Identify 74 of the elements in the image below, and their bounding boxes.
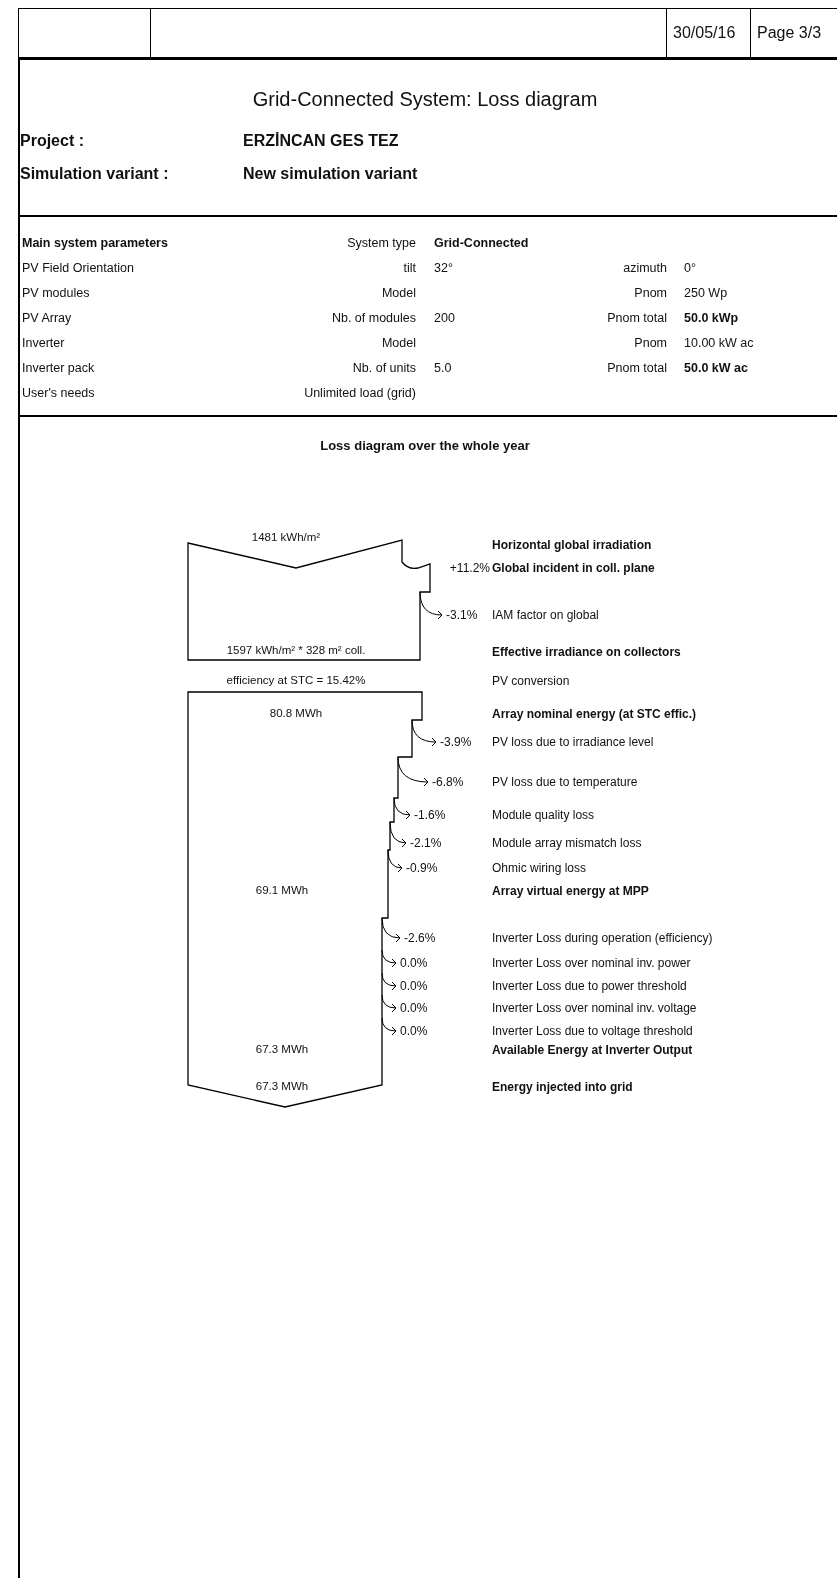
loss-percentage: -2.1% — [410, 835, 442, 851]
loss-description: Module quality loss — [492, 807, 595, 823]
loss-description: Inverter Loss over nominal inv. voltage — [492, 1000, 697, 1016]
flow-value: 69.1 MWh — [255, 884, 309, 898]
parameter-label: PV modules — [22, 285, 90, 301]
parameter-key: Nb. of units — [352, 360, 416, 376]
variant-name: New simulation variant — [243, 164, 418, 184]
loss-description: PV loss due to irradiance level — [492, 734, 654, 750]
flow-value: 1481 kWh/m² — [251, 531, 321, 545]
loss-percentage: 0.0% — [400, 1023, 428, 1039]
loss-description: Module array mismatch loss — [492, 835, 642, 851]
field-label: Simulation variant : — [20, 164, 169, 184]
loss-percentage: 0.0% — [400, 1000, 428, 1016]
flow-value: 1597 kWh/m² * 328 m² coll. — [226, 644, 366, 658]
parameter-value: 5.0 — [434, 360, 452, 376]
loss-description: Horizontal global irradiation — [492, 537, 652, 553]
loss-percentage: -6.8% — [432, 774, 464, 790]
gain-percentage: +11.2% — [449, 560, 490, 576]
section-heading: Main system parameters — [22, 235, 168, 251]
flow-value: 80.8 MWh — [269, 707, 323, 721]
parameter-key: Pnom — [634, 285, 667, 301]
loss-description: Inverter Loss due to power threshold — [492, 978, 687, 994]
parameter-key: Pnom — [634, 335, 667, 351]
field-label: Project : — [20, 131, 84, 151]
loss-percentage: -2.6% — [404, 930, 436, 946]
parameter-value: 200 — [434, 310, 455, 326]
loss-percentage: -1.6% — [414, 807, 446, 823]
parameter-value: Grid-Connected — [434, 235, 529, 251]
section-heading: Loss diagram over the whole year — [320, 438, 530, 454]
loss-description: Global incident in coll. plane — [492, 560, 655, 576]
loss-description: Array nominal energy (at STC effic.) — [492, 706, 697, 722]
loss-description: Effective irradiance on collectors — [492, 644, 681, 660]
parameter-key: Pnom total — [607, 310, 667, 326]
parameter-label: PV Array — [22, 310, 72, 326]
parameter-key: azimuth — [623, 260, 667, 276]
parameter-key: Pnom total — [607, 360, 667, 376]
parameter-value: 32° — [434, 260, 453, 276]
parameter-value: 0° — [684, 260, 696, 276]
diagram-title: Grid-Connected System: Loss diagram — [251, 88, 599, 111]
loss-percentage: 0.0% — [400, 955, 428, 971]
parameter-key: Model — [381, 335, 416, 351]
parameter-key: Model — [381, 285, 416, 301]
loss-description: Available Energy at Inverter Output — [492, 1042, 693, 1058]
loss-description: Inverter Loss during operation (efficiency) — [492, 930, 713, 946]
parameter-key: Nb. of modules — [331, 310, 416, 326]
loss-description: Energy injected into grid — [492, 1079, 633, 1095]
parameter-value: 250 Wp — [684, 285, 728, 301]
page-number: Page 3/3 — [750, 8, 837, 58]
loss-description: PV loss due to temperature — [492, 774, 638, 790]
loss-percentage: -3.9% — [440, 734, 472, 750]
parameter-label: Inverter — [22, 335, 65, 351]
parameter-value: 50.0 kWp — [684, 310, 739, 326]
loss-description: Array virtual energy at MPP — [492, 883, 649, 899]
loss-description: PV conversion — [492, 673, 570, 689]
loss-percentage: 0.0% — [400, 978, 428, 994]
project-name: ERZİNCAN GES TEZ — [243, 131, 399, 151]
parameter-label: Inverter pack — [22, 360, 95, 376]
loss-description: Inverter Loss over nominal inv. power — [492, 955, 691, 971]
loss-description: IAM factor on global — [492, 607, 599, 623]
loss-percentage: -0.9% — [406, 860, 438, 876]
flow-value: efficiency at STC = 15.42% — [226, 674, 366, 688]
parameter-label: PV Field Orientation — [22, 260, 134, 276]
loss-percentage: -3.1% — [446, 607, 478, 623]
parameter-key: System type — [347, 235, 416, 251]
flow-value: 67.3 MWh — [255, 1043, 309, 1057]
loss-description: Ohmic wiring loss — [492, 860, 587, 876]
parameter-value: 10.00 kW ac — [684, 335, 754, 351]
loss-description: Inverter Loss due to voltage threshold — [492, 1023, 693, 1039]
parameter-key: Unlimited load (grid) — [304, 385, 416, 401]
date-text: 30/05/16 — [666, 8, 751, 58]
parameter-key: tilt — [403, 260, 416, 276]
parameter-label: User's needs — [22, 385, 95, 401]
flow-value: 67.3 MWh — [255, 1080, 309, 1094]
parameter-value: 50.0 kW ac — [684, 360, 748, 376]
